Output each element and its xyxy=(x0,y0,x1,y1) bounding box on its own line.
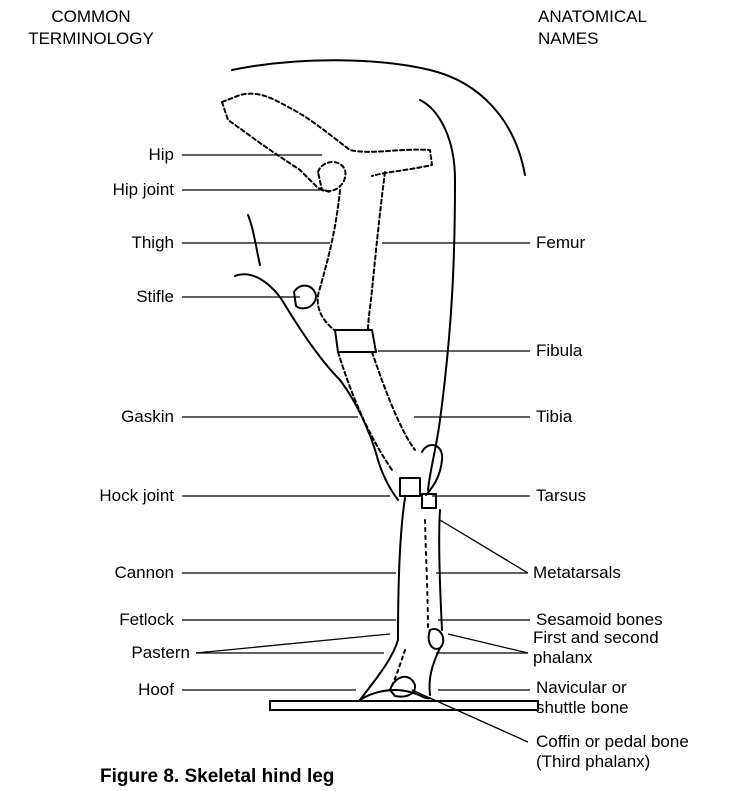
pastern-back xyxy=(429,648,440,695)
label-stifle: Stifle xyxy=(136,287,174,307)
tarsal-bones xyxy=(400,478,436,508)
label-first-second-phalanx: First and second phalanx xyxy=(533,628,659,668)
stifle-front-outline xyxy=(235,274,398,500)
label-hock-joint: Hock joint xyxy=(99,486,174,506)
pelvis-lower xyxy=(222,102,330,192)
label-tibia: Tibia xyxy=(536,407,572,427)
label-coffin-bone: Coffin or pedal bone (Third phalanx) xyxy=(536,732,689,772)
leader-pastern-1 xyxy=(196,634,390,653)
label-line: Coffin or pedal bone xyxy=(536,732,689,752)
label-metatarsals: Metatarsals xyxy=(533,563,621,583)
figure-caption: Figure 8. Skeletal hind leg xyxy=(100,766,334,788)
metatarsal-inner xyxy=(425,520,428,630)
label-sesamoid-bones: Sesamoid bones xyxy=(536,610,663,630)
label-hip: Hip xyxy=(148,145,174,165)
coffin-bone xyxy=(390,677,415,697)
label-cannon: Cannon xyxy=(114,563,174,583)
label-femur: Femur xyxy=(536,233,585,253)
label-navicular-bone: Navicular or shuttle bone xyxy=(536,678,629,718)
label-line: shuttle bone xyxy=(536,698,629,718)
sesamoid xyxy=(429,629,444,649)
tibia-front xyxy=(338,352,392,470)
label-line: phalanx xyxy=(533,648,659,668)
label-tarsus: Tarsus xyxy=(536,486,586,506)
label-line: First and second xyxy=(533,628,659,648)
label-hip-joint: Hip joint xyxy=(113,180,174,200)
rump-outline xyxy=(232,60,525,175)
label-gaskin: Gaskin xyxy=(121,407,174,427)
leader-phalanx-1 xyxy=(448,634,528,653)
cannon-back xyxy=(439,510,442,630)
label-line: Navicular or xyxy=(536,678,629,698)
fibula-head xyxy=(335,330,376,352)
leader-coffin xyxy=(412,690,528,742)
label-fibula: Fibula xyxy=(536,341,582,361)
label-thigh: Thigh xyxy=(131,233,174,253)
label-pastern: Pastern xyxy=(131,643,190,663)
ground-bar xyxy=(270,701,538,710)
label-fetlock: Fetlock xyxy=(119,610,174,630)
label-line: (Third phalanx) xyxy=(536,752,689,772)
femur-front xyxy=(318,190,340,330)
cannon-front xyxy=(398,498,405,640)
label-hoof: Hoof xyxy=(138,680,174,700)
tibia-back xyxy=(372,352,415,450)
pelvis xyxy=(222,94,432,176)
rear-outline xyxy=(420,100,455,490)
hip-joint-ball xyxy=(318,162,345,191)
leader-metatarsals-1 xyxy=(440,520,528,573)
femur-back xyxy=(368,172,385,330)
thigh-front-outline xyxy=(248,215,260,265)
